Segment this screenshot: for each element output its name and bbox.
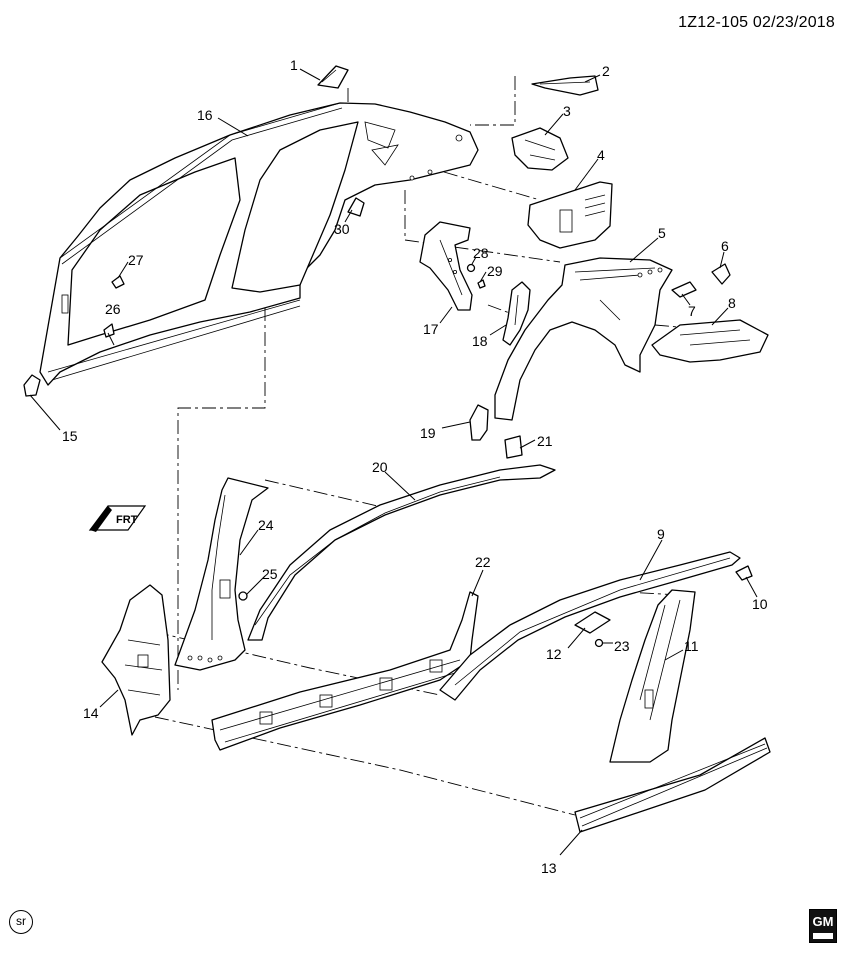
part-11-center-pillar xyxy=(609,589,696,763)
callout-11: 11 xyxy=(684,638,699,654)
part-9-rear-rail xyxy=(439,551,741,701)
part-2-rail-extension xyxy=(531,75,599,96)
front-direction-arrow: FRT xyxy=(88,505,147,532)
part-24-front-pillar xyxy=(174,477,269,671)
callout-12: 12 xyxy=(546,646,562,662)
part-27-nut xyxy=(111,275,125,289)
callout-18: 18 xyxy=(472,333,488,349)
gm-logo-text: GM xyxy=(812,914,834,929)
callout-labels: 1 2 3 4 5 6 7 8 9 10 11 12 13 14 15 16 1… xyxy=(62,57,768,876)
part-7-bracket xyxy=(671,281,697,298)
part-21-plate xyxy=(504,435,523,459)
part-20-roof-rail xyxy=(247,464,556,641)
part-25-nut xyxy=(238,591,248,601)
callout-8: 8 xyxy=(728,295,736,311)
part-26-nut xyxy=(103,323,115,338)
callout-10: 10 xyxy=(752,596,768,612)
callout-29: 29 xyxy=(487,263,503,279)
callout-15: 15 xyxy=(62,428,78,444)
callout-17: 17 xyxy=(423,321,439,337)
callout-25: 25 xyxy=(262,566,278,582)
part-18-brace xyxy=(502,281,531,346)
callout-20: 20 xyxy=(372,459,388,475)
callout-2: 2 xyxy=(602,63,610,79)
part-19-bracket xyxy=(469,404,489,441)
callout-9: 9 xyxy=(657,526,665,542)
sr-badge: sr xyxy=(9,910,33,934)
callout-27: 27 xyxy=(128,252,144,268)
gm-logo: GM xyxy=(809,909,837,943)
callout-24: 24 xyxy=(258,517,274,533)
part-10-clip xyxy=(735,565,753,581)
callout-16: 16 xyxy=(197,107,213,123)
diagram-code: 1Z12-105 02/23/2018 xyxy=(678,14,835,31)
part-3-reinforcement xyxy=(511,127,569,171)
callout-6: 6 xyxy=(721,238,729,254)
part-1-bracket xyxy=(317,65,349,89)
part-30-clip xyxy=(347,197,365,217)
callout-20-placeholder: 21 xyxy=(537,433,553,449)
callout-13: 13 xyxy=(541,860,557,876)
callout-1: 1 xyxy=(290,57,298,73)
part-13-rocker-outer xyxy=(574,737,771,833)
part-23-nut xyxy=(594,638,604,648)
callout-19: 19 xyxy=(420,425,436,441)
part-5-rear-wheelhouse xyxy=(494,257,673,421)
part-17-pillar-reinforcement xyxy=(419,221,473,311)
callout-30: 30 xyxy=(334,221,350,237)
part-4-wheelhouse-panel xyxy=(527,181,613,249)
part-6-clip xyxy=(711,263,731,285)
part-16-body-side-outer xyxy=(39,102,479,386)
part-28-nut xyxy=(466,263,476,273)
callout-5: 5 xyxy=(658,225,666,241)
callout-3: 3 xyxy=(563,103,571,119)
part-12-bracket xyxy=(574,611,611,634)
callout-7: 7 xyxy=(688,303,696,319)
callout-14: 14 xyxy=(83,705,99,721)
gm-logo-underline xyxy=(813,933,833,939)
leader-lines xyxy=(29,68,758,856)
front-label: FRT xyxy=(116,514,138,526)
part-22-rocker-inner xyxy=(211,591,479,751)
part-14-hinge-pillar xyxy=(101,584,171,736)
callout-26: 26 xyxy=(105,301,121,317)
part-15-bracket xyxy=(23,374,41,397)
callout-22: 22 xyxy=(475,554,491,570)
part-8-floor-extension xyxy=(651,319,769,363)
part-29-bolt xyxy=(477,279,486,289)
callout-4: 4 xyxy=(597,147,605,163)
callout-23: 23 xyxy=(614,638,630,654)
callout-28: 28 xyxy=(473,245,489,261)
